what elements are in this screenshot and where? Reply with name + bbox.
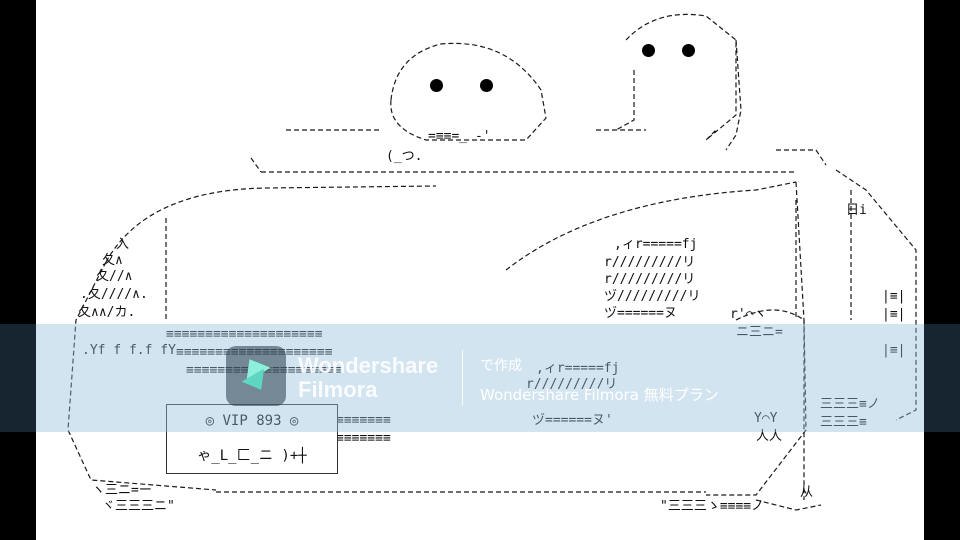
- hand-row-1: 入: [116, 237, 130, 252]
- hand-row-3: 夂//∧: [96, 269, 133, 284]
- license-plate: ◎ VIP 893 ◎ ゃ_L_匚_ニ )+┼: [166, 404, 338, 474]
- car-left-side: [67, 261, 217, 491]
- right-seal-eye-right: [682, 44, 695, 57]
- sign2-row-4: ヅ======ヌ': [532, 413, 613, 428]
- watermark-divider: [462, 350, 463, 406]
- left-seal-eye-right: [480, 79, 493, 92]
- sign2-row-1: r/////////リ: [526, 377, 618, 392]
- brand-name-line-1: Wondershare: [298, 353, 439, 378]
- plate-line-1: ◎ VIP 893 ◎: [205, 413, 299, 429]
- sign-row-4: ヅ======ヌ: [604, 306, 677, 321]
- fingers-left: .Yf f f.f fY: [82, 343, 176, 358]
- brand-name-line-2: Filmora: [298, 377, 378, 402]
- right-seal-outline: [615, 13, 737, 141]
- right-seal-eye-left: [642, 44, 655, 57]
- right-lines-2: |≡|: [882, 307, 906, 322]
- artwork-canvas: =≡≡=_ -' (_つ. 入 夂∧ 夂//∧ .夂////∧. 夂∧∧/カ. …: [36, 0, 924, 540]
- filmora-logo-icon: [226, 346, 286, 406]
- right-lines-4: 三三三≡ノ: [820, 397, 880, 412]
- banner-edge-left: [0, 324, 36, 432]
- left-seal-eye-left: [430, 79, 443, 92]
- right-glyph-1: 日i: [846, 203, 867, 218]
- right-paw: Y⌒Y: [754, 411, 778, 426]
- car-right-wheel: [735, 309, 822, 511]
- car-panel-divider: [165, 190, 852, 320]
- plan-text: Wondershare Filmora 無料プラン: [480, 386, 719, 404]
- bottom-right: "三三三ゝ≡≡≡≡ノ: [660, 499, 765, 514]
- right-glyph-2: 从: [800, 485, 814, 500]
- table-top-edge: [250, 129, 827, 173]
- watermark-banner: [0, 324, 960, 432]
- car-roof: [105, 181, 797, 271]
- right-paw-2: 人人: [756, 429, 783, 444]
- sign-row-1: r/////////リ: [604, 255, 696, 270]
- right-seal-body: [725, 39, 742, 151]
- hand-row-5: 夂∧∧/カ.: [78, 305, 136, 320]
- bottom-left-1: ヽ三ニ=ー: [92, 483, 152, 498]
- plate-line-2: ゃ_L_匚_ニ )+┼: [197, 448, 307, 464]
- right-lines-1: |≡|: [882, 289, 906, 304]
- made-with-text: で作成: [480, 358, 522, 374]
- right-bracket: r'⌒ヽ: [730, 307, 767, 322]
- sign-row-3: ヅ/////////リ: [604, 289, 701, 304]
- sign2-top: ,ィr=====fj: [536, 361, 620, 376]
- left-seal-outline: [390, 42, 547, 141]
- ascii-art-drawing: [67, 13, 917, 511]
- bottom-left-2: ヾ三三三ニ": [102, 499, 175, 514]
- right-lines-5: 三三三≡: [820, 415, 867, 430]
- right-lines-3: |≡|: [882, 343, 906, 358]
- left-seal-arm: (_つ.: [386, 149, 423, 164]
- hand-row-4: .夂////∧.: [80, 287, 148, 302]
- right-block-1: ニ三ニ=: [736, 325, 783, 340]
- stripes-4: ≡≡≡≡≡≡≡: [336, 413, 391, 428]
- hand-row-2: 夂∧: [102, 253, 123, 268]
- stripes-1: ≡≡≡≡≡≡≡≡≡≡≡≡≡≡≡≡≡≡≡≡: [166, 327, 323, 342]
- sign-top: ,ィr=====fj: [614, 237, 698, 252]
- left-seal-mouth: =≡≡=_ -': [428, 129, 491, 144]
- sign-row-2: r/////////リ: [604, 272, 696, 287]
- banner-edge-right: [924, 324, 960, 432]
- stripes-5: ≡≡≡≡≡≡≡: [336, 431, 391, 446]
- car-right-front: [706, 181, 807, 496]
- car-right-fender: [835, 169, 917, 421]
